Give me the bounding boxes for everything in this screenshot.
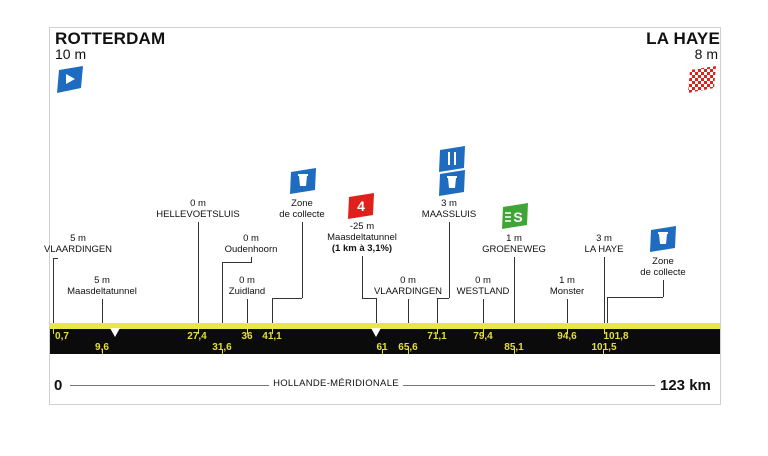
km-label: 41,1: [262, 331, 282, 342]
svg-text:S: S: [513, 209, 522, 225]
km-label: 27,4: [187, 331, 207, 342]
scale-start: 0: [54, 377, 63, 394]
finish-city: LA HAYE: [646, 29, 720, 48]
km-label: 101,5: [591, 342, 617, 353]
start-altitude: 10 m: [55, 46, 87, 62]
climb-category-icon: 4: [348, 193, 374, 219]
km-label: 0,7: [55, 331, 69, 342]
km-label: 61: [376, 342, 388, 353]
finish-altitude: 8 m: [694, 46, 718, 62]
waste-zone-icon: [650, 226, 676, 252]
km-label: 65,6: [398, 342, 418, 353]
elevation-profile: [50, 323, 720, 330]
tunnel-notch: [110, 328, 120, 337]
km-label: 9,6: [95, 342, 109, 353]
km-label: 31,6: [212, 342, 232, 353]
region-label: HOLLANDE-MÉRIDIONALE: [269, 378, 403, 389]
start-flag-icon: [57, 66, 83, 93]
km-label: 94,6: [557, 331, 577, 342]
svg-text:4: 4: [357, 198, 365, 214]
finish-flag-icon: [688, 66, 716, 93]
scale-end: 123 km: [660, 377, 711, 394]
feed-zone-icon: [439, 146, 465, 172]
profile-frame: [49, 27, 721, 405]
sprint-icon: S: [502, 203, 528, 229]
start-city: ROTTERDAM: [55, 29, 166, 48]
waste-zone-icon: [290, 168, 316, 194]
waste-zone-icon: [439, 170, 465, 196]
tunnel-notch: [371, 328, 381, 337]
km-label: 36: [241, 331, 253, 342]
km-label: 101,8: [603, 331, 629, 342]
distance-strip: [50, 329, 720, 354]
km-label: 71,1: [427, 331, 447, 342]
km-label: 79,4: [473, 331, 493, 342]
km-label: 85,1: [504, 342, 524, 353]
